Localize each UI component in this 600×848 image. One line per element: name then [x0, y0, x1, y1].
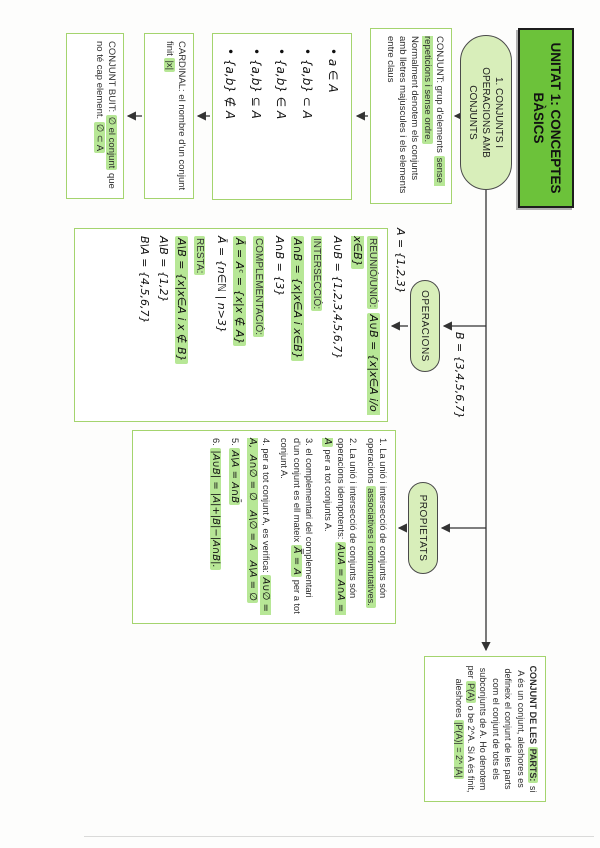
parts-highlight-2: |P(A)| = 2^ |A| — [453, 720, 464, 780]
interseccio-label-line: INTERSECCIÓ: — [308, 236, 323, 414]
unit-title: UNITAT 1: CONCEPTES BÀSICS — [531, 42, 563, 194]
empty-set-highlight-2: ∅ ⊂ A — [93, 121, 105, 154]
interseccio-formula: A∩B = {x|x∈A i x∈B} — [291, 236, 305, 361]
cardinal-highlight: |x| — [163, 58, 175, 73]
example-item: • {a,b} ∈ A — [274, 48, 289, 120]
resta-formula: A\B = {x|x∈A i x ∉ B} — [175, 236, 189, 364]
propietats-node-label: PROPIETATS — [417, 494, 429, 562]
reunio-line: REUNIÓ/UNIÓ: A∪B = {x|x∈A i/o x∈B} — [348, 236, 381, 416]
unit-title-box: UNITAT 1: CONCEPTES BÀSICS — [518, 28, 574, 208]
property-3-formula: A̿ = A — [290, 544, 302, 578]
property-4-text: 4. per a tot conjunt A, es verifica: — [261, 438, 272, 576]
complementacio-label-line: COMPLEMENTACIÓ: — [250, 236, 265, 414]
interseccio-label: INTERSECCIÓ: — [310, 236, 322, 312]
cardinal-label: CARDINAL: — [176, 41, 187, 92]
propietats-node: PROPIETATS — [408, 482, 438, 574]
complementacio-label: COMPLEMENTACIÓ: — [252, 236, 264, 338]
conjunt-text-before: grup d'elements — [434, 82, 445, 156]
scan-artifact-line — [84, 836, 594, 837]
example-item: • a ∈ A — [326, 48, 340, 93]
example-item: • {a,b} ∉ A — [222, 48, 237, 120]
property-4: 4. per a tot conjunt A, es verifica: A∪∅… — [246, 438, 273, 616]
resta-label-line: RESTA: — [192, 236, 207, 414]
conjunt-label: CONJUNT: — [434, 36, 445, 83]
property-6: 6. |A∪B| = |A|+|B|−|A∩B|. — [209, 438, 222, 616]
resta-result-2: B\A = {4,5,6,7} — [138, 236, 152, 324]
operacions-node-label: OPERACIONS — [419, 290, 431, 362]
property-5-formula: A\A = A∩B̄ — [228, 448, 240, 506]
empty-set-label: CONJUNT BUIT: — [106, 41, 117, 113]
complementacio-formula-line: Ā = Aᶜ = {x|x ∉ A} — [232, 236, 247, 414]
parts-label-prefix: CONJUNT DE LES — [528, 665, 538, 747]
parts-box: CONJUNT DE LES PARTS: si A és un conjunt… — [424, 656, 546, 802]
interseccio-formula-line: A∩B = {x|x∈A i x∈B} — [290, 236, 305, 414]
properties-box: 1. La unió i intersecció de conjunts són… — [132, 430, 396, 624]
property-2: 2. La unió i intersecció de conjunts són… — [320, 438, 359, 616]
example-item: • {a,b} ⊆ A — [248, 48, 263, 119]
property-5-number: 5. — [229, 438, 240, 449]
conjunt-definition-box: CONJUNT: grup d'elements sense repeticio… — [370, 28, 452, 204]
root-node: 1. CONJUNTS I OPERACIONS AMB CONJUNTS — [460, 35, 512, 190]
empty-set-box: CONJUNT BUIT: ∅ el conjunt que no té cap… — [66, 33, 124, 199]
conjunt-text-after: Normalment denotem els conjunts amb llet… — [384, 36, 421, 194]
property-1: 1. La unió i intersecció de conjunts són… — [364, 438, 389, 616]
parts-label-highlight: PARTS: — [528, 746, 538, 784]
operations-box: REUNIÓ/UNIÓ: A∪B = {x|x∈A i/o x∈B} A∪B =… — [74, 228, 388, 422]
complementacio-result: Ā = {n∈ℕ | n>3} — [214, 236, 228, 333]
property-6-formula: |A∪B| = |A|+|B|−|A∩B|. — [210, 448, 222, 570]
example-item: • {a,b} ⊂ A — [300, 48, 315, 119]
complementacio-formula: Ā = Aᶜ = {x|x ∉ A} — [233, 236, 247, 347]
property-2-text-after: per a tot conjunts A. — [322, 446, 333, 532]
resta-formula-line: A\B = {x|x∈A i x ∉ B} — [174, 236, 189, 414]
resta-label: RESTA: — [194, 236, 206, 276]
property-3: 3. el complementari del complementari d'… — [277, 438, 315, 616]
cardinal-box: CARDINAL: el nombre d'un conjunt finit |… — [144, 33, 194, 199]
property-5: 5. A\A = A∩B̄ — [227, 438, 240, 616]
property-6-number: 6. — [211, 438, 222, 449]
reunio-result: A∪B = {1,2,3,4,5,6,7} — [331, 236, 345, 360]
set-b-definition: B = {3,4,5,6,7} — [453, 332, 466, 419]
membership-examples-box: • a ∈ A • {a,b} ⊂ A • {a,b} ∈ A • {a,b} … — [212, 33, 352, 200]
root-node-label: 1. CONJUNTS I OPERACIONS AMB CONJUNTS — [467, 67, 505, 158]
operacions-node: OPERACIONS — [410, 280, 440, 372]
parts-highlight-1: P(A) — [465, 681, 476, 704]
reunio-label: REUNIÓ/UNIÓ: — [367, 236, 378, 310]
interseccio-result: A∩B = {3} — [273, 236, 287, 297]
set-a-definition: A = {1,2,3} — [394, 228, 407, 294]
property-1-highlight: associatives i commutatives. — [365, 486, 376, 608]
resta-result-1: A\B = {1,2} — [156, 236, 170, 303]
empty-set-highlight-1: ∅ el conjunt — [106, 114, 117, 171]
